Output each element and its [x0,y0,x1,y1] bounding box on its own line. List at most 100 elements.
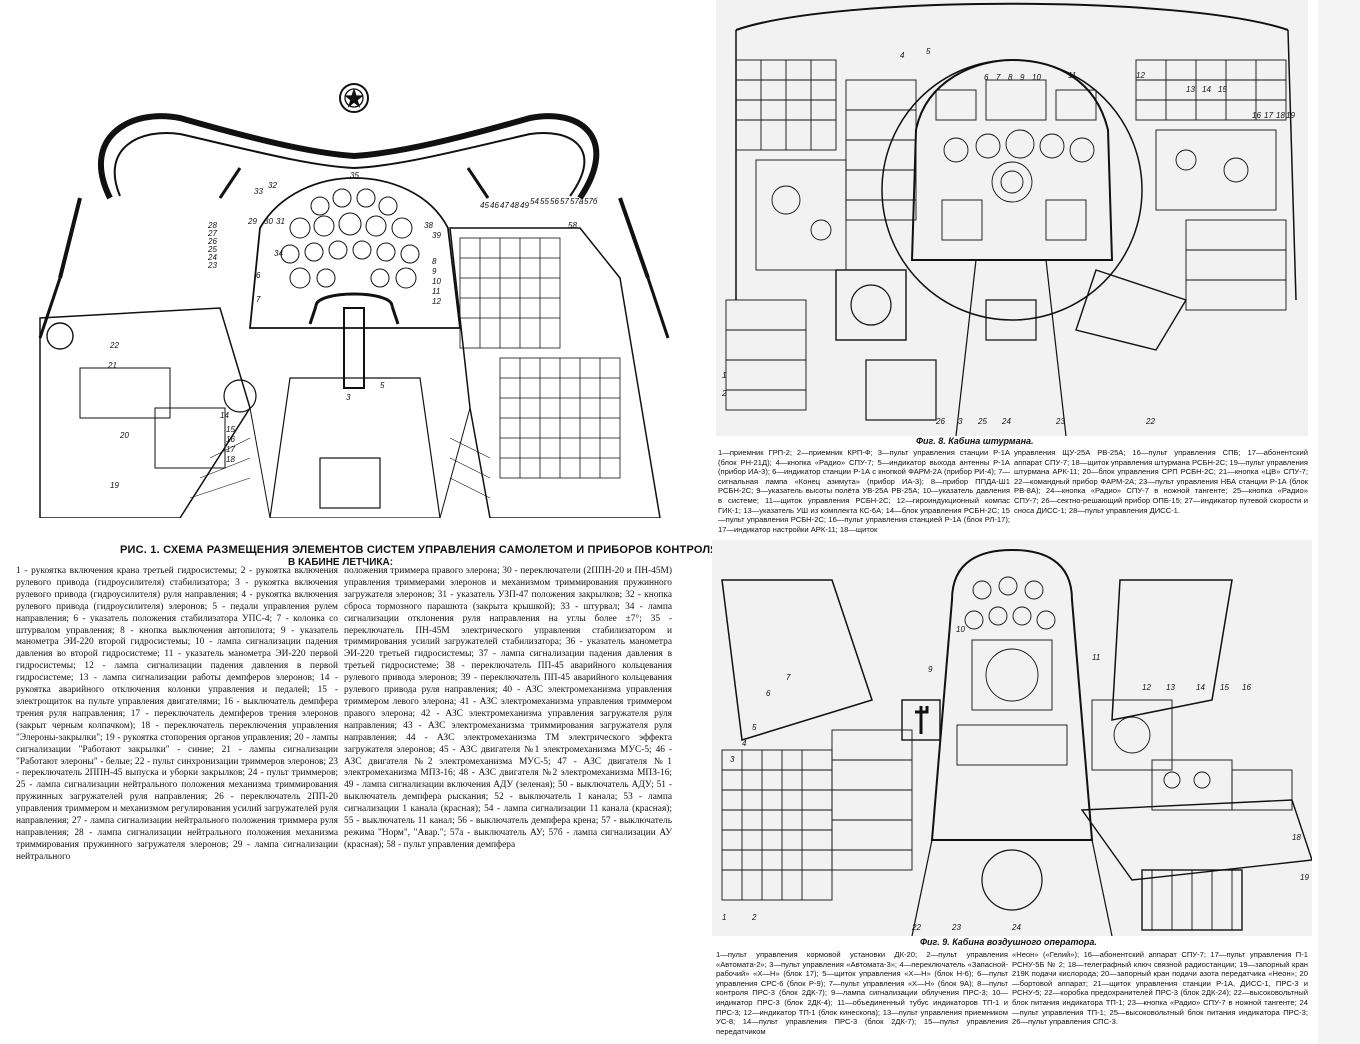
svg-text:1: 1 [722,371,726,380]
svg-text:4: 4 [900,51,905,60]
svg-text:10: 10 [432,277,441,286]
svg-text:25: 25 [977,417,987,426]
svg-text:22: 22 [911,923,921,932]
svg-text:5: 5 [752,723,757,732]
svg-text:20: 20 [119,431,129,440]
fig1-legend-right: положения триммера правого элерона; 30 -… [344,566,672,850]
svg-text:23: 23 [951,923,961,932]
svg-text:23: 23 [1055,417,1065,426]
svg-text:1: 1 [722,913,726,922]
svg-text:5: 5 [380,381,385,390]
svg-text:25: 25 [207,245,217,254]
svg-text:18: 18 [1276,111,1285,120]
svg-text:26: 26 [935,417,945,426]
svg-text:23: 23 [207,261,217,270]
svg-text:5: 5 [926,47,931,56]
svg-text:32: 32 [268,181,277,190]
fig1-title: РИС. 1. СХЕМА РАЗМЕЩЕНИЯ ЭЛЕМЕНТОВ СИСТЕ… [120,544,719,556]
svg-text:13: 13 [1186,85,1195,94]
star-emblem-icon [339,83,369,113]
svg-text:24: 24 [207,253,217,262]
svg-text:33: 33 [254,187,263,196]
svg-text:17: 17 [1264,111,1273,120]
scan-edge-strip [1318,0,1360,1044]
svg-text:2: 2 [751,913,757,922]
svg-text:14: 14 [220,411,229,420]
svg-text:11: 11 [1068,71,1076,80]
svg-text:10: 10 [1032,73,1041,82]
svg-text:47: 47 [500,201,509,210]
svg-text:45: 45 [480,201,489,210]
svg-text:35: 35 [350,171,359,180]
svg-text:11: 11 [432,287,440,296]
svg-text:39: 39 [432,231,441,240]
svg-text:6: 6 [766,689,771,698]
svg-text:57б: 57б [584,197,598,206]
fig1-subtitle: В КАБИНЕ ЛЕТЧИКА: [288,557,394,568]
svg-text:3: 3 [958,417,963,426]
svg-text:26: 26 [207,237,217,246]
svg-text:10: 10 [956,625,965,634]
svg-text:12: 12 [1142,683,1151,692]
svg-text:48: 48 [510,201,519,210]
svg-text:46: 46 [490,201,499,210]
svg-text:13: 13 [1166,683,1175,692]
svg-text:16: 16 [1252,111,1261,120]
svg-text:27: 27 [207,229,217,238]
svg-text:18: 18 [1292,833,1301,842]
svg-text:7: 7 [256,295,261,304]
svg-text:34: 34 [274,249,283,258]
svg-text:14: 14 [1202,85,1211,94]
svg-text:4: 4 [742,739,747,748]
svg-text:9: 9 [1020,73,1025,82]
fig8-legend-left: 1—приемник ГРП-2; 2—приемник КРП-Ф; 3—пу… [718,448,1010,534]
svg-text:19: 19 [1286,111,1295,120]
svg-text:6: 6 [256,271,261,280]
svg-text:24: 24 [1001,417,1011,426]
svg-text:6: 6 [984,73,989,82]
svg-text:57: 57 [560,197,569,206]
svg-text:8: 8 [1008,73,1013,82]
fig9-legend-left: 1—пульт управления кормовой установки ДК… [716,950,1008,1036]
svg-text:58: 58 [568,221,577,230]
svg-text:18: 18 [226,455,235,464]
svg-text:14: 14 [1196,683,1205,692]
fig1-legend-left: 1 - рукоятка включения крана третьей гид… [16,566,338,862]
svg-text:9: 9 [432,267,437,276]
svg-text:29: 29 [247,217,257,226]
svg-text:21: 21 [107,361,117,370]
svg-text:8: 8 [432,257,437,266]
svg-text:38: 38 [424,221,433,230]
svg-text:15: 15 [226,425,235,434]
svg-text:19: 19 [1300,873,1309,882]
svg-text:7: 7 [786,673,791,682]
svg-text:22: 22 [109,341,119,350]
svg-text:28: 28 [207,221,217,230]
fig8-legend-right: управления ЩУ-25А РВ-25А; 16—пульт управ… [1014,448,1308,515]
fig9-legend-right: «Неон» («Гелий»); 16—абонентский аппарат… [1012,950,1308,1027]
fig9-caption: Фиг. 9. Кабина воздушного оператора. [920,937,1097,947]
svg-text:3: 3 [346,393,351,402]
svg-text:19: 19 [110,481,119,490]
svg-text:16: 16 [226,435,235,444]
fig8-caption: Фиг. 8. Кабина штурмана. [916,436,1034,446]
svg-text:2: 2 [721,389,727,398]
svg-text:22: 22 [1145,417,1155,426]
svg-text:56: 56 [550,197,559,206]
svg-text:17: 17 [226,445,235,454]
svg-text:9: 9 [928,665,933,674]
svg-text:12: 12 [1136,71,1145,80]
svg-text:49: 49 [520,201,529,210]
svg-text:3: 3 [730,755,735,764]
svg-text:15: 15 [1218,85,1227,94]
svg-text:54: 54 [530,197,539,206]
svg-text:15: 15 [1220,683,1229,692]
svg-text:7: 7 [996,73,1001,82]
svg-text:16: 16 [1242,683,1251,692]
svg-text:30: 30 [264,217,273,226]
svg-text:11: 11 [1092,653,1100,662]
svg-text:55: 55 [540,197,549,206]
